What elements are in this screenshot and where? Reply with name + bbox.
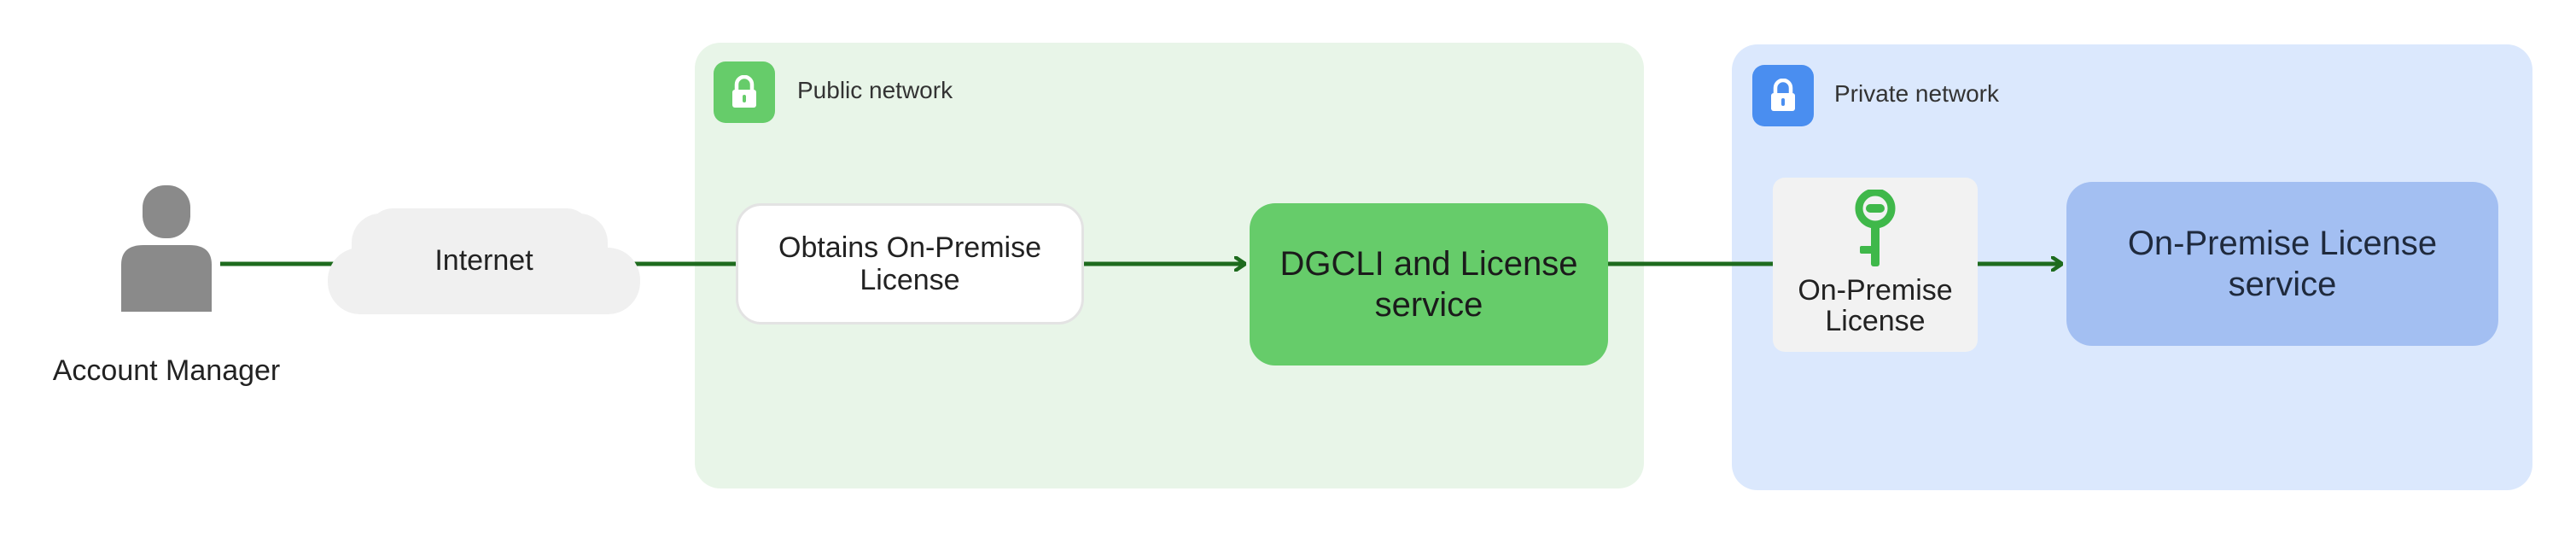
private-network-label: Private network — [1834, 80, 1999, 107]
lock-icon — [1752, 65, 1814, 126]
dgcli-license-service: DGCLI and License service — [1250, 203, 1608, 365]
account-manager-label: Account Manager — [52, 354, 281, 387]
public-network-label: Public network — [797, 77, 953, 103]
on-premise-license-service: On-Premise License service — [2066, 182, 2498, 346]
obtains-license-label: Obtains On-Premise License — [778, 231, 1041, 296]
key-icon — [1855, 190, 1896, 266]
obtains-license-step: Obtains On-Premise License — [736, 203, 1084, 325]
on-premise-license-service-label: On-Premise License service — [2127, 225, 2438, 303]
cloud-icon — [328, 208, 640, 314]
dgcli-license-service-label: DGCLI and License service — [1279, 245, 1578, 324]
person-icon — [121, 185, 212, 312]
account-manager-actor: Account Manager — [34, 184, 299, 397]
lock-icon — [714, 61, 775, 123]
on-premise-license-label: On-Premise License — [1798, 274, 1953, 337]
on-premise-license-key: On-Premise License — [1773, 178, 1978, 352]
internet-label: Internet — [434, 244, 533, 277]
